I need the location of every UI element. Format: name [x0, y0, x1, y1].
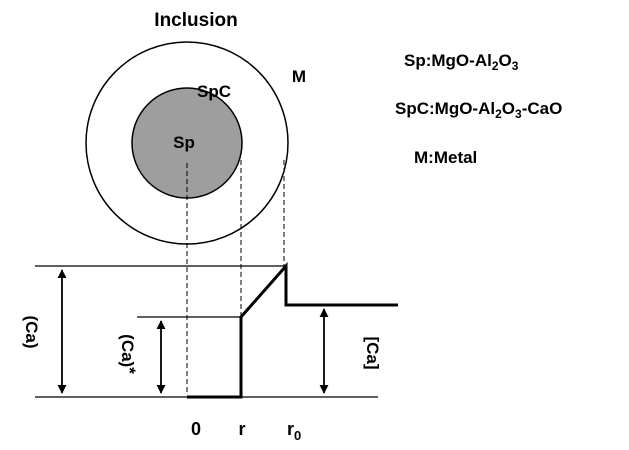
legend-metal: M:Metal	[414, 148, 477, 167]
axis-label-zero: 0	[191, 419, 201, 439]
right-ca-label: [Ca]	[363, 336, 382, 369]
left-ca-label: (Ca)	[22, 315, 41, 348]
axis-label-r: r	[238, 419, 245, 439]
legend-sp: Sp:MgO-Al2O3	[404, 51, 519, 73]
axis-label-r0: r0	[287, 419, 301, 443]
concentration-profile	[187, 262, 398, 399]
metal-label: M	[292, 67, 306, 86]
shell-label: SpC	[197, 82, 231, 101]
diagram-title: Inclusion	[154, 10, 237, 31]
legend-spc: SpC:MgO-Al2O3-CaO	[395, 99, 562, 121]
core-label: Sp	[173, 133, 195, 152]
inner-ca-label: (Ca)*	[118, 334, 139, 374]
